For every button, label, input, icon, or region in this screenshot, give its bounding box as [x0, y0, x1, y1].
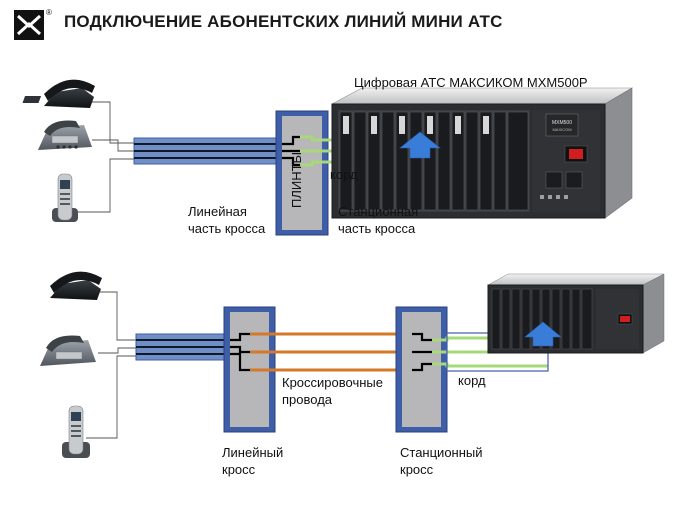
power-switch — [569, 149, 583, 159]
pbx-chassis-small-icon — [487, 273, 665, 354]
pbx-brand-text: MXM500 — [552, 120, 572, 126]
desk-phone-icon — [22, 79, 95, 108]
jumper-label-1: Кроссировочные — [282, 375, 383, 390]
station-part-label-1: Станционная — [338, 204, 419, 219]
top-cross-panel — [275, 110, 329, 236]
desk-phone-icon — [50, 271, 102, 300]
dect-phone-icon — [52, 173, 78, 222]
top-cable-pairs — [134, 143, 282, 159]
arrow-up-icon — [399, 131, 441, 159]
station-cross-panel — [395, 306, 448, 433]
bottom-cable-pairs — [136, 339, 234, 355]
bottom-phone-wires — [86, 291, 138, 439]
panel-label: ПЛИНТЫ — [289, 152, 304, 208]
logo-icon — [14, 10, 44, 40]
top-phone-wires — [78, 101, 135, 213]
pbx-brand-sub-text: MAXICOM — [552, 127, 571, 132]
bottom-cord-label: корд — [458, 373, 486, 388]
page-title: ПОДКЛЮЧЕНИЕ АБОНЕНТСКИХ ЛИНИЙ МИНИ АТС — [64, 12, 503, 31]
wire — [78, 158, 135, 213]
line-cross-label-1: Линейный — [222, 445, 284, 460]
wire — [86, 355, 138, 439]
office-phone-icon — [38, 120, 92, 150]
station-cross-label-2: кросс — [400, 462, 434, 477]
jumper-label-2: провода — [282, 392, 333, 407]
line-part-label-2: часть кросса — [188, 221, 266, 236]
pbx-caption: Цифровая АТС МАКСИКОМ MXM500P — [354, 75, 588, 90]
wire — [92, 139, 135, 152]
arrow-up-icon — [524, 321, 562, 347]
wire — [92, 101, 135, 144]
station-cross-label-1: Станционный — [400, 445, 483, 460]
line-cross-label-2: кросс — [222, 462, 256, 477]
line-part-label-1: Линейная — [188, 204, 247, 219]
office-phone-icon — [40, 335, 96, 366]
wire — [98, 347, 138, 354]
top-cord-label: корд — [330, 167, 358, 182]
dect-phone-icon — [62, 405, 90, 458]
wire — [100, 291, 138, 341]
logo-registered-mark: ® — [46, 8, 52, 17]
pbx-chassis-icon: MXM500 MAXICOM — [331, 87, 634, 219]
jumper-wires — [250, 332, 412, 372]
station-part-label-2: часть кросса — [338, 221, 416, 236]
